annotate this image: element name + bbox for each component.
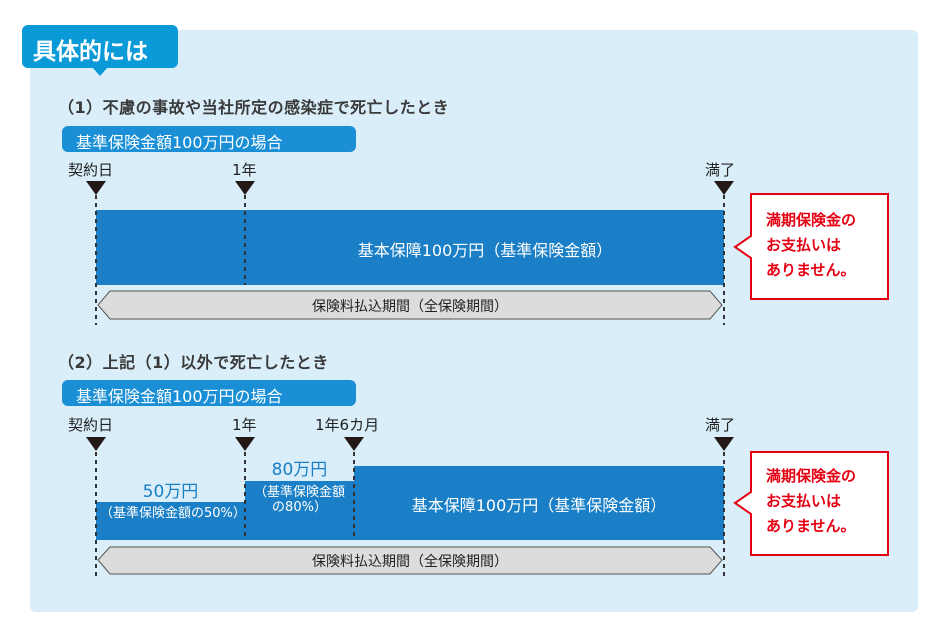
case2-seg2-note: （基準保険金額の80%）	[253, 485, 345, 515]
case1-band-label: 保険料払込期間（全保険期間）	[312, 299, 508, 315]
case1-coverage-bar	[96, 210, 724, 285]
case1-pill-label: 基準保険金額100万円の場合	[76, 133, 283, 152]
case1-callout-line2: お支払いは	[766, 236, 842, 254]
case2-band-label: 保険料払込期間（全保険期間）	[312, 554, 508, 570]
case2-seg1-note: （基準保険金額の50%）	[100, 506, 246, 521]
milestone-end: 満了	[705, 416, 736, 434]
case1-premium-band	[97, 290, 723, 320]
triangle-marker-icon	[344, 437, 364, 451]
case2-pill-label: 基準保険金額100万円の場合	[76, 387, 283, 406]
case1-callout-box	[733, 193, 889, 300]
milestone-1y: 1年	[232, 416, 257, 434]
case1-pill-bg	[62, 126, 356, 152]
triangle-marker-icon	[86, 437, 106, 451]
case2-callout-line1: 満期保険金の	[766, 467, 857, 485]
case2-pill-bg	[62, 380, 356, 406]
triangle-marker-icon	[235, 181, 255, 195]
case2-bar-label: 基本保障100万円（基準保険金額）	[411, 496, 667, 515]
case2-seg2-amount: 80万円	[271, 460, 328, 480]
milestone-1y: 1年	[232, 161, 257, 179]
tag-pointer	[92, 67, 108, 76]
case2-callout-line3: ありません。	[766, 517, 856, 535]
case1-heading: （1）不慮の事故や当社所定の感染症で死亡したとき	[58, 98, 450, 117]
case2-main-bar	[354, 466, 724, 540]
triangle-marker-icon	[86, 181, 106, 195]
triangle-marker-icon	[714, 437, 734, 451]
case1-callout-line3: ありません。	[766, 261, 856, 279]
case2-seg1-bar	[96, 502, 245, 540]
case2-callout-line2: お支払いは	[766, 492, 842, 510]
milestone-end: 満了	[705, 161, 736, 179]
milestone-start: 契約日	[68, 161, 114, 179]
case2-heading: （2）上記（1）以外で死亡したとき	[58, 353, 329, 372]
milestone-18m: 1年6カ月	[315, 416, 380, 434]
case1-callout-line1: 満期保険金の	[766, 211, 857, 229]
case2-seg1-amount: 50万円	[142, 482, 199, 502]
case2-seg2-bar	[245, 481, 354, 540]
triangle-marker-icon	[714, 181, 734, 195]
triangle-marker-icon	[235, 437, 255, 451]
case2-premium-band	[97, 546, 723, 575]
case2-callout-box	[733, 451, 889, 556]
tag-label: 具体的には	[33, 39, 148, 65]
milestone-start: 契約日	[68, 416, 114, 434]
case1-bar-label: 基本保障100万円（基準保険金額）	[357, 241, 613, 260]
tag-background	[22, 25, 178, 68]
